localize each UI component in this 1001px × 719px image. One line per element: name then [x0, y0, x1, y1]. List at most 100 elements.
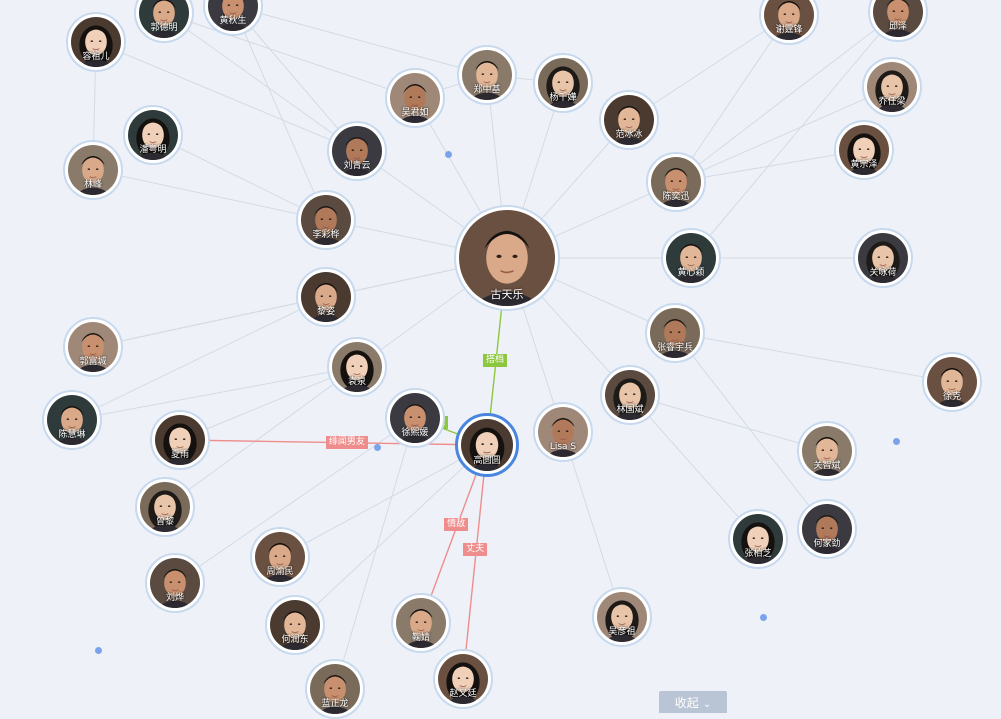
person-name: 高圆圆 — [473, 456, 501, 466]
relation-edge — [179, 366, 358, 441]
avatar — [68, 322, 118, 372]
person-node[interactable]: 郭富城 — [63, 317, 123, 377]
relation-edge — [562, 431, 623, 618]
relation-edge — [629, 394, 828, 452]
avatar — [802, 504, 852, 554]
avatar — [396, 598, 446, 648]
person-node[interactable]: 容祖儿 — [66, 12, 126, 72]
avatar — [604, 95, 654, 145]
person-node[interactable]: 刘青云 — [327, 121, 387, 181]
person-node[interactable]: 吴彦祖 — [592, 587, 652, 647]
person-name: Lisa S — [549, 442, 577, 452]
person-node[interactable]: 何润东 — [265, 595, 325, 655]
person-name: 吴彦祖 — [608, 627, 636, 637]
avatar — [310, 664, 360, 714]
collapse-button[interactable]: 收起⌄ — [659, 691, 727, 713]
avatar — [155, 415, 205, 465]
person-node[interactable]: 赵又廷 — [433, 649, 493, 709]
person-node[interactable]: 林峰 — [63, 140, 123, 200]
avatar — [605, 370, 655, 420]
person-node[interactable]: 张睿宇兵 — [645, 303, 705, 363]
person-node[interactable]: 黄心颖 — [661, 228, 721, 288]
person-node[interactable]: 张柏芝 — [728, 509, 788, 569]
person-node[interactable]: 夏雨 — [150, 410, 210, 470]
center-person-node[interactable]: 古天乐 — [454, 205, 560, 311]
person-name: 张睿宇兵 — [656, 343, 693, 353]
relation-edge — [462, 444, 488, 680]
person-node[interactable]: 邱泽 — [868, 0, 928, 42]
avatar — [140, 482, 190, 532]
person-node[interactable]: 范冰冰 — [599, 90, 659, 150]
person-name: 黄秋生 — [219, 16, 247, 26]
person-node[interactable]: 陈慧琳 — [42, 390, 102, 450]
person-name: 林峰 — [83, 180, 102, 190]
graph-dot — [760, 614, 767, 621]
avatar — [459, 210, 555, 306]
avatar — [68, 145, 118, 195]
person-node[interactable]: 何家劲 — [797, 499, 857, 559]
avatar — [270, 600, 320, 650]
relation-label: 搭档 — [483, 353, 508, 367]
relation-label: 丈夫 — [463, 543, 488, 557]
person-name: 袁泉 — [347, 377, 366, 387]
person-node[interactable]: 乔任梁 — [862, 57, 922, 117]
person-name: 郭富城 — [79, 357, 107, 367]
avatar — [538, 407, 588, 457]
avatar — [802, 426, 852, 476]
person-node[interactable]: 袁泉 — [327, 337, 387, 397]
focus-person-node[interactable]: 高圆圆 — [455, 413, 519, 477]
person-node[interactable]: 周渝民 — [250, 527, 310, 587]
relation-edge — [232, 5, 358, 152]
person-name: 郭德明 — [150, 23, 178, 33]
person-name: 古天乐 — [490, 288, 524, 301]
person-node[interactable]: 郑中基 — [457, 45, 517, 105]
person-node[interactable]: 谢霆锋 — [759, 0, 819, 45]
person-name: 夏雨 — [170, 450, 189, 460]
person-node[interactable]: Lisa S — [533, 402, 593, 462]
person-name: 何家劲 — [813, 539, 841, 549]
person-node[interactable]: 徐克 — [922, 352, 982, 412]
person-node[interactable]: 刘烨 — [145, 553, 205, 613]
person-node[interactable]: 潘粤明 — [123, 105, 183, 165]
avatar — [867, 62, 917, 112]
avatar — [764, 0, 814, 40]
person-node[interactable]: 李彩桦 — [296, 190, 356, 250]
person-name: 黎姿 — [316, 307, 335, 317]
person-name: 杨千嬅 — [549, 93, 577, 103]
relation-edge — [163, 12, 416, 99]
avatar — [650, 308, 700, 358]
person-name: 曾黎 — [155, 517, 174, 527]
relation-edge — [628, 14, 790, 121]
person-node[interactable]: 关智斌 — [797, 421, 857, 481]
avatar — [301, 195, 351, 245]
person-name: 林国斌 — [616, 405, 644, 415]
person-node[interactable]: 关咏荷 — [853, 228, 913, 288]
person-name: 蓝正龙 — [321, 699, 349, 709]
person-node[interactable]: 林国斌 — [600, 365, 660, 425]
graph-dot — [445, 151, 452, 158]
person-name: 徐克 — [942, 392, 961, 402]
person-name: 范冰冰 — [615, 130, 643, 140]
graph-dot — [374, 444, 381, 451]
person-node[interactable]: 吴君如 — [385, 68, 445, 128]
person-name: 赵又廷 — [449, 689, 477, 699]
person-node[interactable]: 曾黎 — [135, 477, 195, 537]
relation-edge — [152, 134, 327, 221]
graph-dot — [95, 647, 102, 654]
avatar — [461, 419, 513, 471]
person-node[interactable]: 黄宗泽 — [834, 120, 894, 180]
person-name: 陈慧琳 — [58, 430, 86, 440]
avatar — [390, 393, 440, 443]
person-node[interactable]: 蓝正龙 — [305, 659, 365, 719]
person-node[interactable]: 鞠婧 — [391, 593, 451, 653]
person-node[interactable]: 杨千嬅 — [533, 53, 593, 113]
person-node[interactable]: 徐熙媛 — [385, 388, 445, 448]
person-name: 刘烨 — [165, 593, 184, 603]
person-node[interactable]: 黎姿 — [296, 267, 356, 327]
avatar — [150, 558, 200, 608]
relation-label: 情敌 — [444, 518, 469, 532]
avatar — [839, 125, 889, 175]
person-name: 谢霆锋 — [775, 25, 803, 35]
relation-edge — [163, 12, 358, 152]
person-node[interactable]: 陈奕迅 — [646, 152, 706, 212]
